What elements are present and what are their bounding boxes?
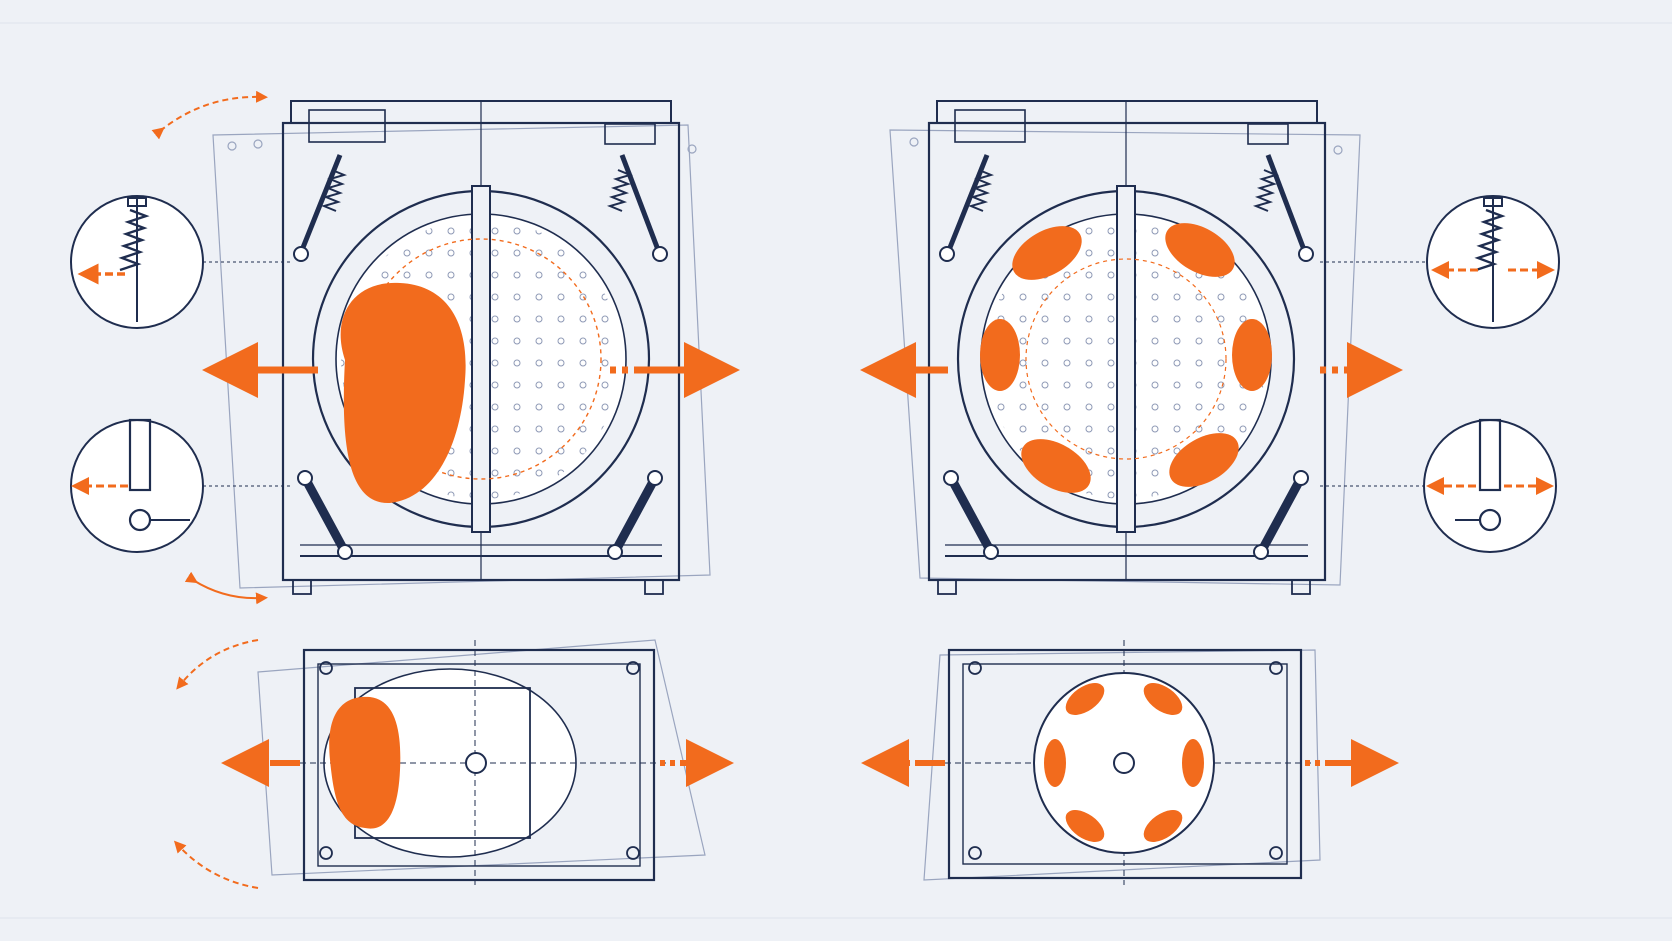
balanced-load [1021, 439, 1091, 493]
rotation-arrow-icon [151, 90, 268, 140]
balanced-load [1143, 683, 1183, 715]
balanced-load [1232, 319, 1272, 391]
balanced-load [1182, 739, 1204, 787]
balanced-load [1044, 739, 1066, 787]
damper-callout-right [1320, 418, 1557, 553]
foot [937, 579, 957, 595]
orbit-dashed [1025, 258, 1227, 460]
tilt-ghost-outline [889, 129, 1361, 586]
balanced-load [1165, 223, 1235, 277]
balanced-load [1065, 810, 1105, 842]
rotation-arrow-icon [176, 639, 259, 690]
balanced-load [980, 319, 1020, 391]
spring-icon [1252, 169, 1280, 212]
spring-icon [967, 169, 995, 212]
door-split [1116, 185, 1136, 533]
tub-outline [947, 648, 1303, 880]
foot [292, 579, 312, 595]
spring-callout-right [1320, 195, 1560, 329]
pivot [652, 246, 668, 262]
rotation-arrow-icon [184, 571, 268, 605]
control-panel-left [308, 109, 386, 143]
cabinet-body [927, 121, 1327, 582]
spring-callout-left [70, 195, 290, 329]
balanced-load [1012, 226, 1082, 280]
unbalanced-load [340, 282, 466, 504]
control-panel-left [954, 109, 1026, 143]
pivot [297, 470, 313, 486]
damper-callout-left [70, 418, 290, 553]
pivot [607, 544, 623, 560]
damper-lower-left [301, 475, 349, 555]
pivot [337, 544, 353, 560]
balanced-load [1169, 433, 1239, 487]
tilt-ghost-outline [212, 124, 711, 589]
strut-upper-left [297, 154, 343, 256]
balanced-load [1143, 810, 1183, 842]
pivot [647, 470, 663, 486]
foot [1291, 579, 1311, 595]
damper-icon [128, 418, 152, 492]
damper-icon [1478, 418, 1502, 492]
door-split [471, 185, 491, 533]
unbalanced-load [329, 696, 401, 829]
foot [644, 579, 664, 595]
rotation-arrow-icon [173, 840, 259, 889]
tub-outline [302, 648, 656, 882]
damper-lower-right [611, 475, 659, 555]
strut-upper-right [619, 154, 663, 256]
balanced-load [1065, 683, 1105, 715]
cabinet-top [936, 100, 1318, 124]
spring-icon [606, 169, 634, 212]
front-view-unbalanced [151, 90, 740, 605]
top-view-unbalanced [173, 639, 734, 889]
front-view-balanced [860, 100, 1403, 595]
pivot [293, 246, 309, 262]
hub [1113, 752, 1135, 774]
spring-icon [118, 208, 150, 272]
spring-icon [1474, 208, 1506, 272]
tilt-ghost-outline [923, 649, 1321, 881]
hub [465, 752, 487, 774]
top-view-balanced [861, 640, 1399, 885]
spring-icon [320, 169, 348, 212]
